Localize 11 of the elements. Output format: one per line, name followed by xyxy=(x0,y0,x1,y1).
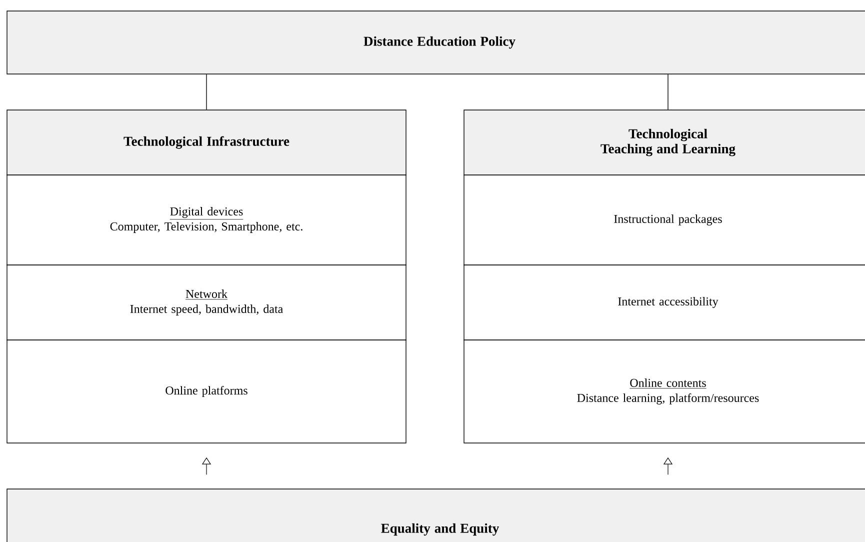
content-cell: Internet accessibility xyxy=(464,264,865,340)
content-cell: Online platforms xyxy=(6,340,406,444)
heading-box: Technological Teaching and Learning xyxy=(464,110,865,176)
content-cell: Online contents Distance learning, platform/resources xyxy=(464,340,865,444)
heading-box: Technological Infrastructure xyxy=(6,110,406,176)
content-cell: Network Internet speed, bandwidth, data xyxy=(6,264,406,340)
heading-box: Equality and Equity xyxy=(6,488,865,542)
connector-line xyxy=(206,74,207,110)
content-cell: Digital devices Computer, Television, Smartphone, etc. xyxy=(6,174,406,266)
heading-box: Distance Education Policy xyxy=(6,10,865,74)
content-cell: Instructional packages xyxy=(464,174,865,266)
